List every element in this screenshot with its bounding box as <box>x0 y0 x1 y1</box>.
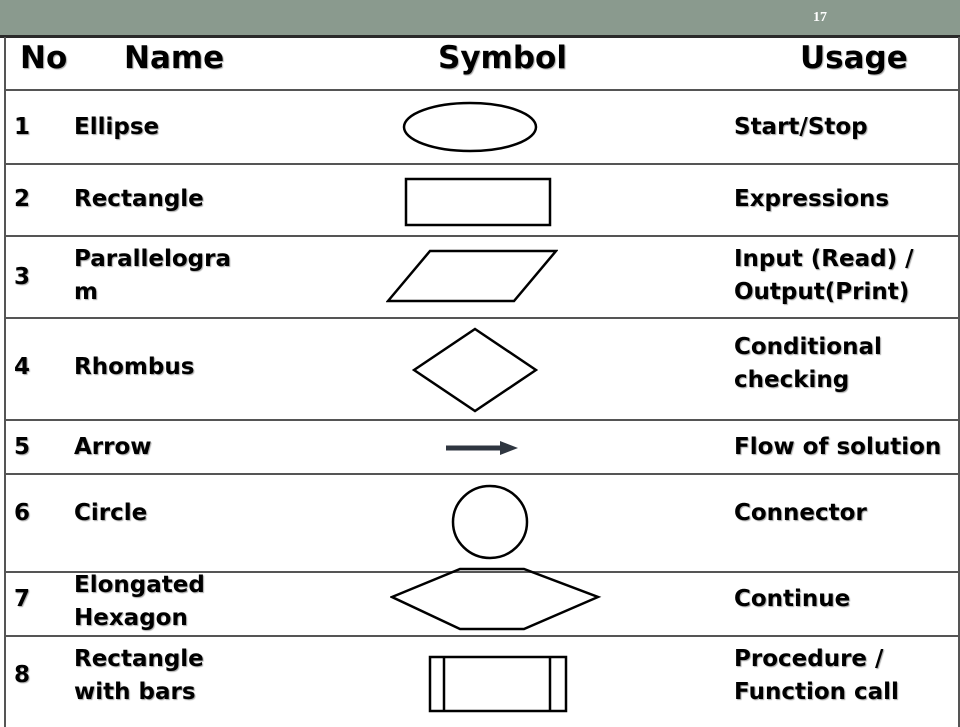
symbol-name: Rhombus <box>74 351 194 384</box>
row-number: 8 <box>14 662 31 688</box>
table-row: 5 Arrow Flow of solution <box>6 421 958 475</box>
table-row: 4 Rhombus Conditional checking <box>6 319 958 421</box>
hexagon-symbol-icon <box>390 567 602 633</box>
table-row: 7 Elongated Hexagon Continue <box>6 567 958 637</box>
symbol-usage-line: Start/Stop <box>734 114 868 140</box>
row-number: 6 <box>14 500 31 526</box>
flowchart-symbols-table: No Name Symbol Usage 1 Ellipse Start/Sto… <box>4 37 960 727</box>
row-number: 1 <box>14 114 31 140</box>
table-row: 8 Rectangle with bars Procedure / Functi… <box>6 637 958 727</box>
table-row: 6 Circle Connector <box>6 475 958 573</box>
row-number: 7 <box>14 586 31 612</box>
symbol-usage: Conditional checking <box>734 331 882 397</box>
table-header-row: No Name Symbol Usage <box>6 37 958 91</box>
symbol-usage-line: checking <box>734 367 850 393</box>
header-symbol: Symbol <box>438 40 567 76</box>
header-name: Name <box>124 40 225 76</box>
row-number: 2 <box>14 186 31 212</box>
header-usage: Usage <box>800 40 908 76</box>
symbol-usage-line: Procedure / <box>734 646 884 672</box>
slide-number: 17 <box>813 10 827 25</box>
symbol-name: Circle <box>74 497 147 530</box>
rectangle-symbol-icon <box>404 177 552 227</box>
parallelogram-symbol-icon <box>386 249 558 303</box>
symbol-usage: Expressions <box>734 183 889 216</box>
symbol-name-line: Rhombus <box>74 354 195 380</box>
symbol-usage: Input (Read) / Output(Print) <box>734 243 914 309</box>
symbol-usage-line: Continue <box>734 586 851 612</box>
row-number: 3 <box>14 264 31 290</box>
symbol-name-line: Rectangle <box>74 186 204 212</box>
symbol-usage: Flow of solution <box>734 431 941 464</box>
row-number: 5 <box>14 434 31 460</box>
symbol-usage-line: Flow of solution <box>734 434 942 460</box>
circle-symbol-icon <box>450 483 530 561</box>
symbol-usage-line: Output(Print) <box>734 279 910 305</box>
symbol-name-line: m <box>74 279 98 305</box>
symbol-name: Parallelogra m <box>74 243 231 309</box>
slide-header-bar <box>0 0 960 35</box>
symbol-usage-line: Expressions <box>734 186 890 212</box>
symbol-usage-line: Connector <box>734 500 867 526</box>
symbol-name: Rectangle with bars <box>74 643 204 709</box>
rhombus-symbol-icon <box>412 327 538 413</box>
symbol-name-line: Circle <box>74 500 148 526</box>
table-row: 3 Parallelogra m Input (Read) / Output(P… <box>6 237 958 319</box>
symbol-name-line: Rectangle <box>74 646 204 672</box>
row-number: 4 <box>14 354 31 380</box>
arrow-symbol-icon <box>444 437 520 459</box>
symbol-name: Rectangle <box>74 183 204 216</box>
ellipse-symbol-icon <box>402 101 538 153</box>
symbol-name-line: Elongated <box>74 572 205 598</box>
symbol-name-line: Parallelogra <box>74 246 232 272</box>
symbol-name-line: Hexagon <box>74 605 188 631</box>
symbol-usage-line: Function call <box>734 679 899 705</box>
symbol-name-line: with bars <box>74 679 196 705</box>
rectangle-with-bars-symbol-icon <box>428 655 568 713</box>
symbol-name: Elongated Hexagon <box>74 569 205 635</box>
symbol-usage: Continue <box>734 583 850 616</box>
symbol-usage: Procedure / Function call <box>734 643 899 709</box>
symbol-usage-line: Conditional <box>734 334 882 360</box>
header-divider <box>0 35 960 38</box>
symbol-usage: Connector <box>734 497 867 530</box>
symbol-name-line: Ellipse <box>74 114 160 140</box>
table-row: 1 Ellipse Start/Stop <box>6 91 958 165</box>
symbol-name-line: Arrow <box>74 434 152 460</box>
symbol-name: Arrow <box>74 431 152 464</box>
symbol-usage: Start/Stop <box>734 111 868 144</box>
symbol-usage-line: Input (Read) / <box>734 246 914 272</box>
table-row: 2 Rectangle Expressions <box>6 165 958 237</box>
symbol-name: Ellipse <box>74 111 159 144</box>
header-no: No <box>20 40 68 76</box>
